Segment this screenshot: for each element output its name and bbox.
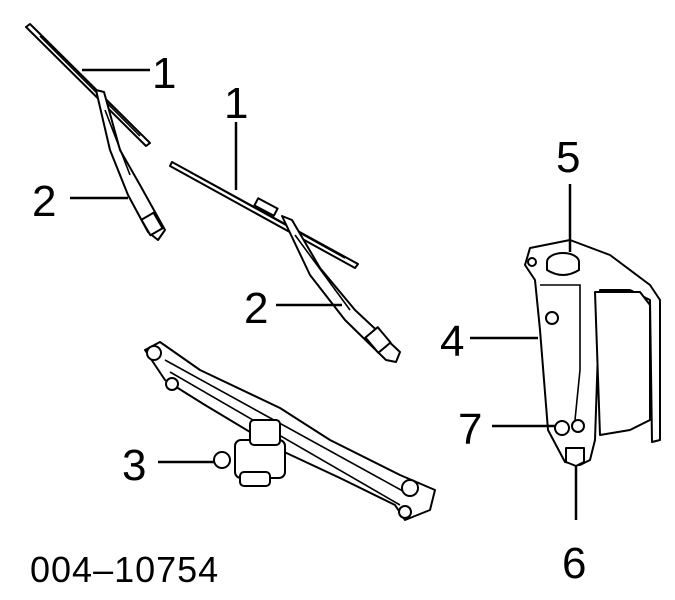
diagram-part-number: 004–10754 (30, 549, 219, 590)
wiper-motor-linkage (144, 341, 436, 521)
callout-arm-right: 2 (244, 284, 268, 333)
callout-motor-linkage: 3 (122, 441, 146, 490)
callout-reservoir: 4 (440, 317, 464, 366)
callout-reservoir-cap: 5 (556, 133, 580, 182)
washer-reservoir (524, 239, 661, 466)
right-wiper-arm (281, 215, 401, 363)
callout-pump: 6 (562, 539, 586, 588)
leader-lines (70, 68, 578, 520)
callout-blade-right: 1 (224, 79, 248, 128)
washer-pump (565, 447, 585, 467)
reservoir-grommet (554, 419, 585, 436)
callout-arm-left: 2 (32, 177, 56, 226)
reservoir-cap (546, 252, 580, 276)
callout-blade-left: 1 (152, 49, 176, 98)
left-wiper-arm (95, 89, 166, 241)
right-wiper-blade (169, 161, 359, 269)
callout-grommet: 7 (458, 405, 482, 454)
left-wiper-blade (25, 23, 151, 147)
